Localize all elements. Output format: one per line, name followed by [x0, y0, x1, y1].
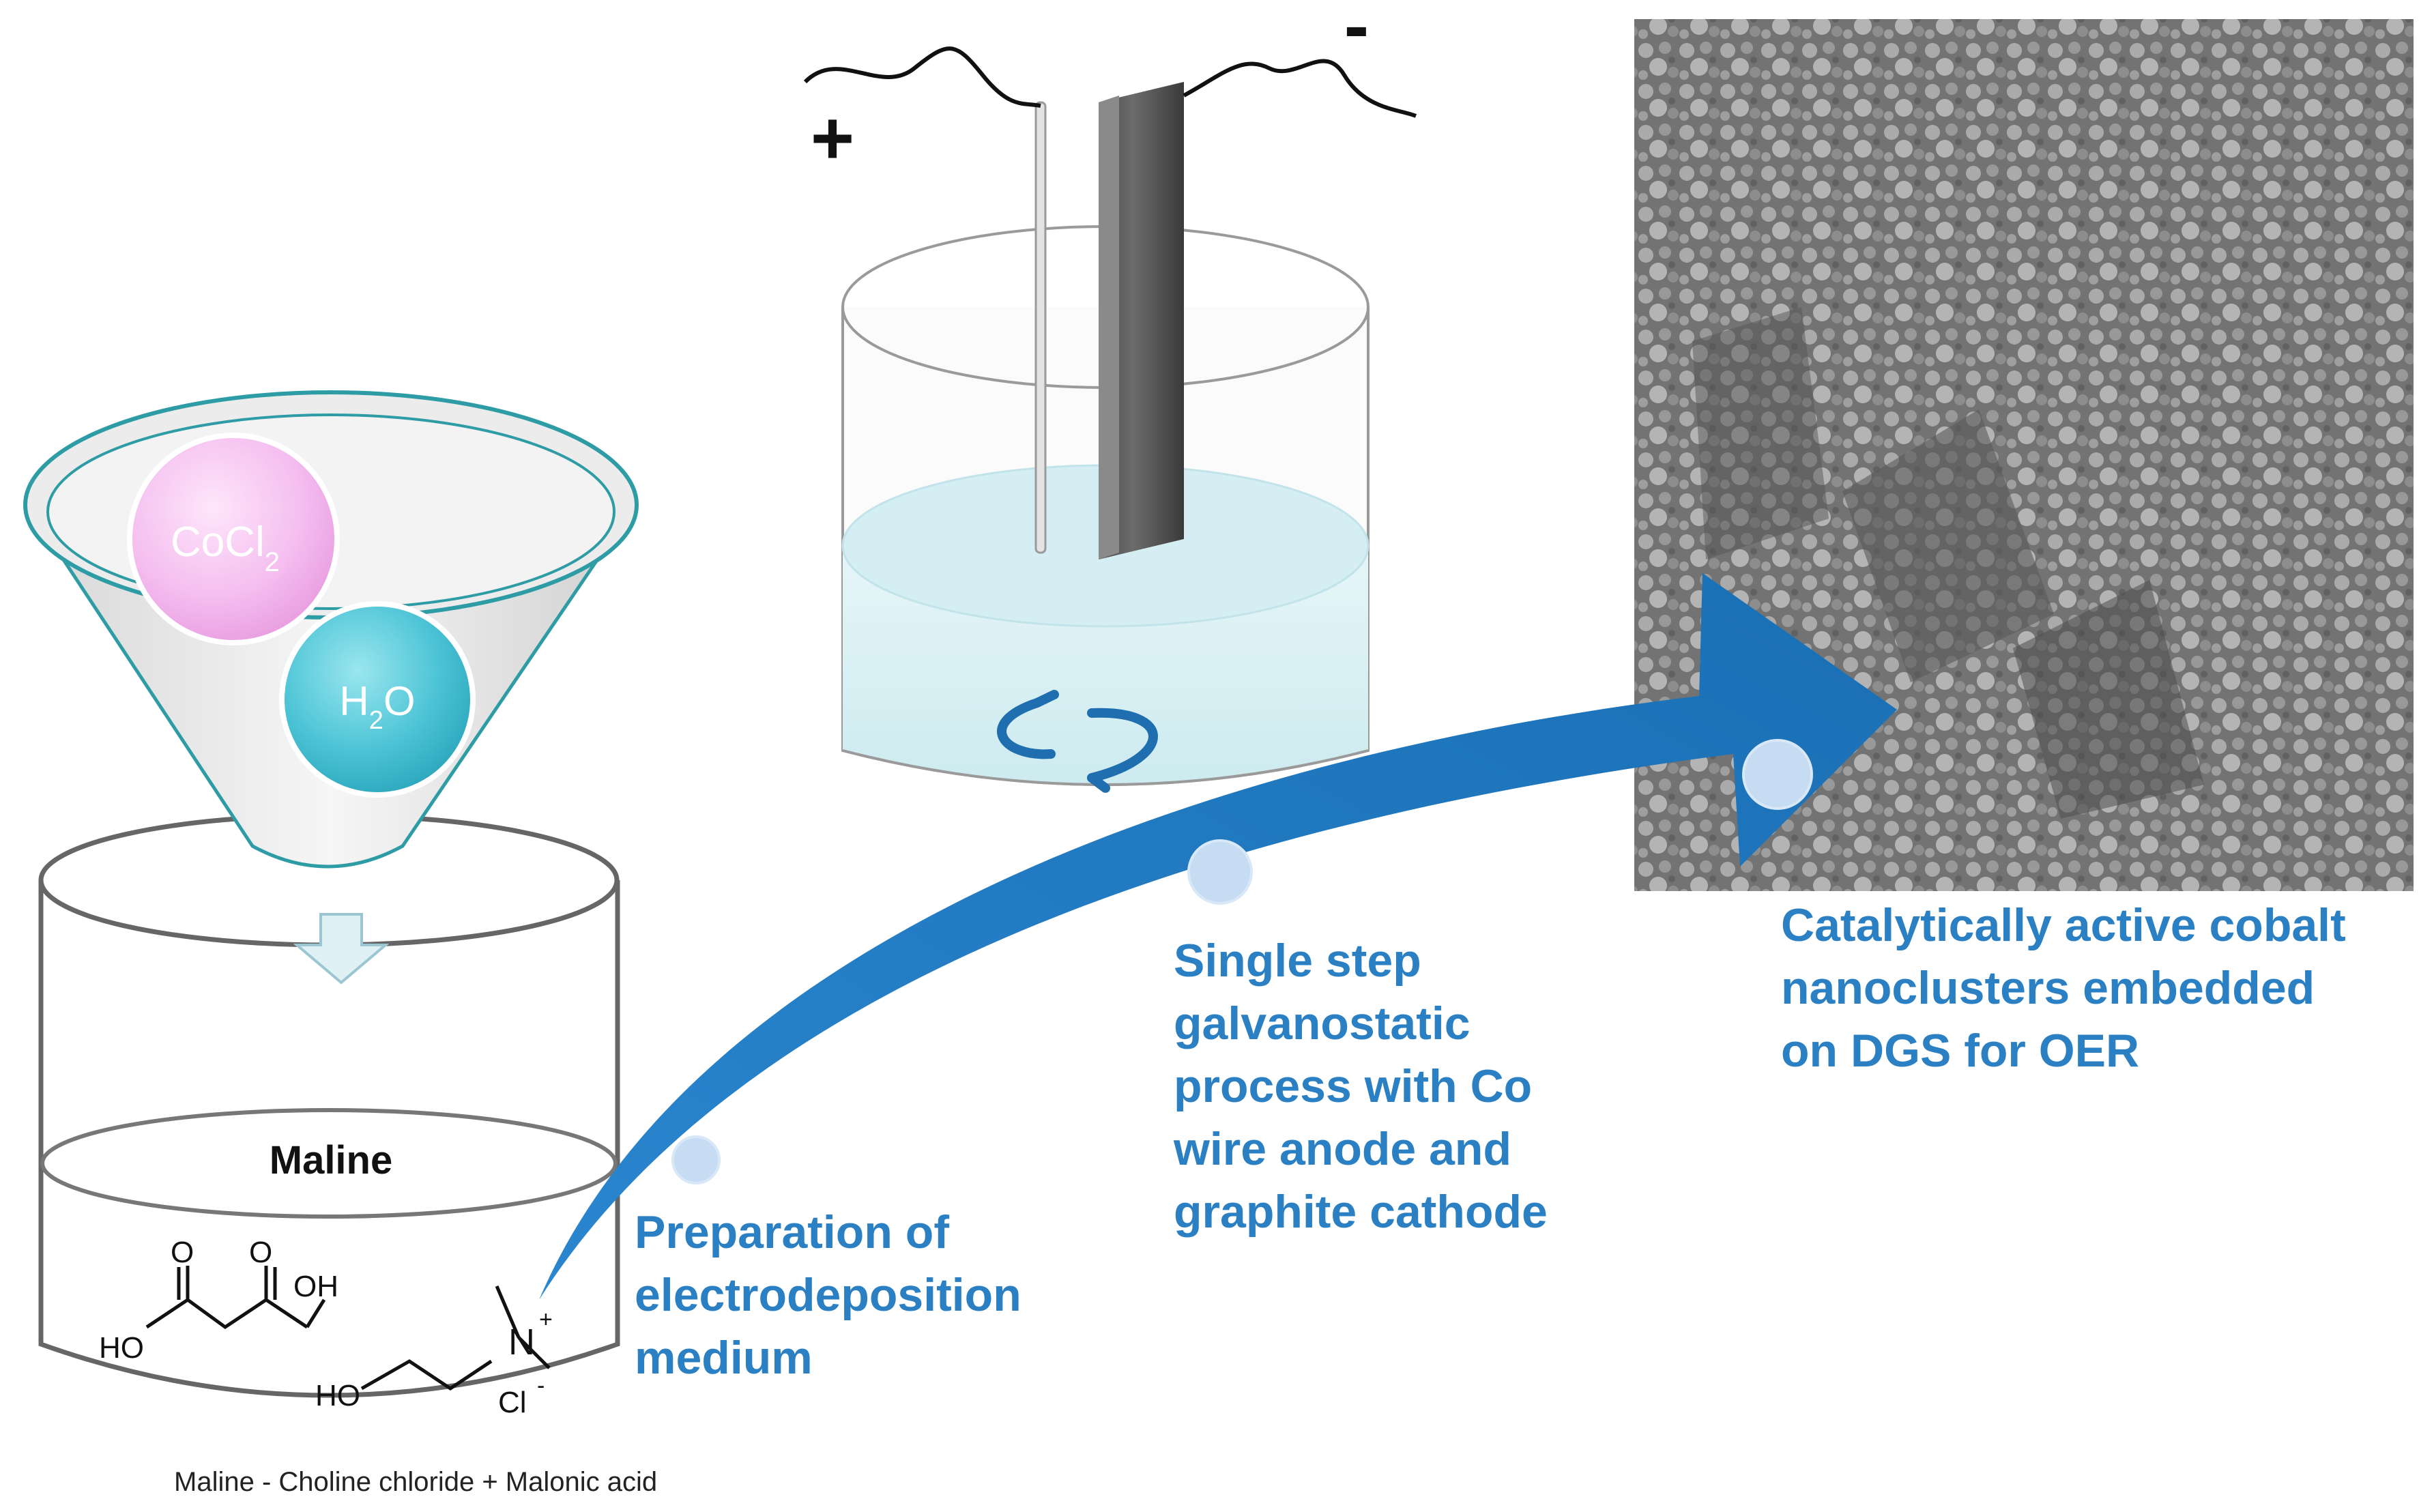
step-3-line-2: nanoclusters embedded — [1781, 962, 2315, 1014]
step-3-line-3: on DGS for OER — [1781, 1025, 2140, 1077]
step-2-line-3: process with Co — [1174, 1060, 1533, 1112]
water-subscript: 2 — [369, 706, 383, 735]
anode-lead — [803, 46, 1041, 108]
acid-ho-left: HO — [99, 1331, 144, 1365]
water-h: H — [339, 678, 368, 724]
step-3-line-1: Catalytically active cobalt — [1781, 899, 2346, 951]
anode-sign: + — [811, 96, 854, 180]
anode-wire — [1034, 101, 1047, 554]
step-1-line-1: Preparation of — [635, 1206, 949, 1258]
chemical-structure — [145, 1266, 551, 1391]
step-marker-1 — [671, 1135, 721, 1184]
maline-caption: Maline - Choline chloride + Malonic acid — [174, 1467, 658, 1497]
cathode-sign: - — [1344, 0, 1370, 68]
step-2-line-2: galvanostatic — [1174, 998, 1470, 1049]
chloride-ion: Cl — [498, 1386, 527, 1419]
step-1-line-3: medium — [635, 1332, 813, 1384]
svg-text:H2O: H2O — [339, 678, 415, 735]
step-2-label: Single step galvanostatic process with C… — [1174, 929, 1548, 1243]
cocl2-sphere: CoCl2 — [127, 433, 340, 645]
step-2-line-1: Single step — [1174, 935, 1421, 987]
svg-text:CoCl2: CoCl2 — [171, 519, 280, 577]
cocl2-label: CoCl — [171, 519, 265, 566]
step-marker-3 — [1742, 739, 1813, 810]
acid-o1: O — [171, 1236, 194, 1269]
step-1-label: Preparation of electrodeposition medium — [635, 1201, 1022, 1389]
step-marker-2 — [1187, 839, 1253, 905]
nitrogen-charge: + — [539, 1307, 553, 1333]
stir-rotation-icon — [997, 690, 1158, 793]
nitrogen-atom: N — [508, 1322, 535, 1363]
maline-beaker — [38, 813, 620, 1398]
down-arrow-icon — [293, 913, 390, 985]
step-2-line-5: graphite cathode — [1174, 1186, 1548, 1238]
progress-arrow-icon — [539, 573, 1897, 1300]
step-2-line-4: wire anode and — [1174, 1123, 1511, 1175]
maline-label: Maline — [270, 1138, 393, 1182]
water-o: O — [383, 678, 416, 724]
cocl2-subscript: 2 — [265, 547, 280, 577]
acid-oh-right: OH — [293, 1270, 338, 1303]
choline-ho: HO — [315, 1379, 360, 1412]
acid-o2: O — [249, 1236, 272, 1269]
step-3-label: Catalytically active cobalt nanoclusters… — [1781, 894, 2346, 1082]
cathode-lead — [1183, 59, 1417, 118]
graphite-cathode — [1099, 82, 1184, 559]
chloride-charge: - — [537, 1373, 545, 1399]
step-1-line-2: electrodeposition — [635, 1269, 1022, 1321]
water-sphere: H2O — [279, 601, 476, 798]
